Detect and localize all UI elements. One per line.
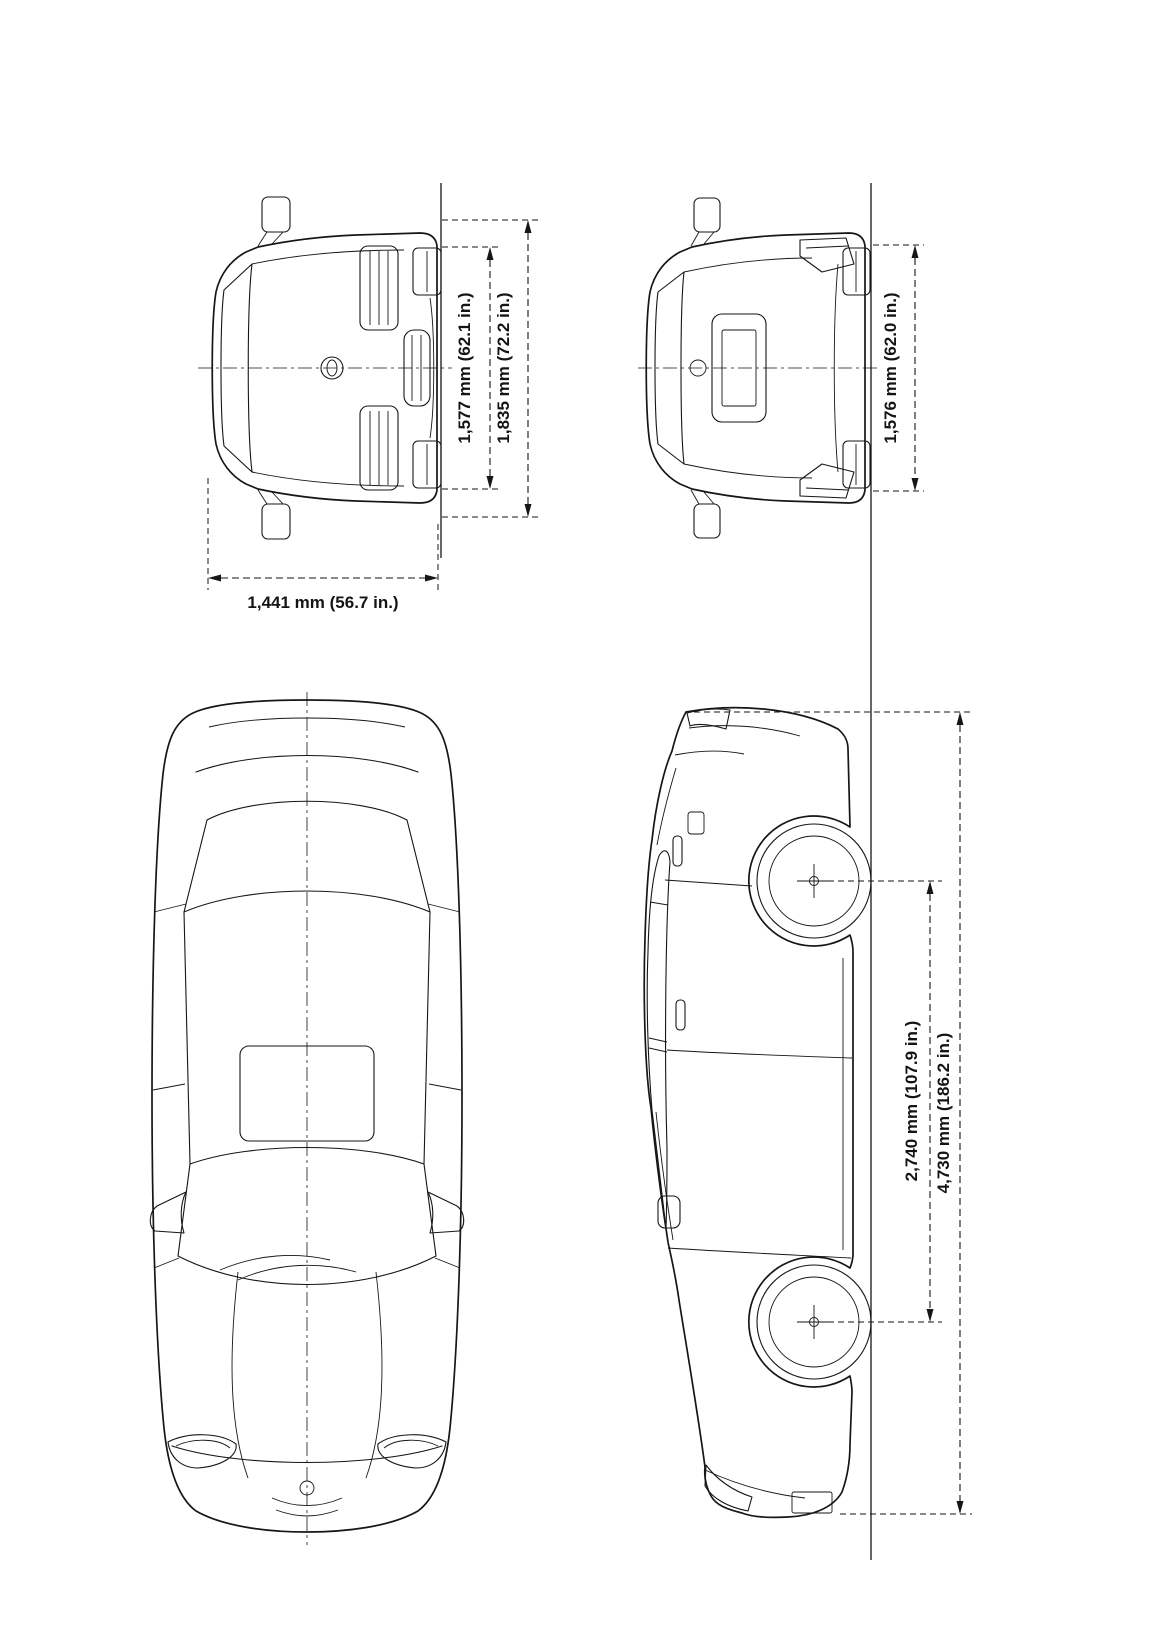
front-grille — [320, 297, 435, 439]
dimension-overall-height: 1,441 mm (56.7 in.) — [207, 478, 439, 612]
rear-track-label: 1,576 mm (62.0 in.) — [881, 292, 900, 443]
front-headlight-cluster — [359, 245, 399, 491]
dimension-rear-track: 1,576 mm (62.0 in.) — [873, 244, 924, 492]
sunroof — [239, 1045, 375, 1142]
fuel-door — [687, 811, 705, 835]
overall-width-label: 1,835 mm (72.2 in.) — [494, 292, 513, 443]
side-mirrors-front-view — [257, 196, 291, 540]
overall-height-label: 1,441 mm (56.7 in.) — [247, 593, 398, 612]
front-wheels — [412, 247, 442, 489]
top-view — [149, 692, 465, 1545]
door-handle — [675, 999, 686, 1031]
front-view — [198, 196, 452, 540]
side-mirror-profile — [657, 1195, 681, 1229]
side-mirrors-plan — [149, 1191, 465, 1234]
door-seams-plan — [152, 903, 462, 1269]
dimension-overall-length: 4,730 mm (186.2 in.) — [694, 711, 972, 1515]
dimensions: 1,577 mm (62.1 in.) 1,835 mm (72.2 in.) … — [207, 219, 972, 1515]
rear-view — [638, 197, 880, 539]
dimension-front-track: 1,577 mm (62.1 in.) — [442, 246, 502, 490]
wheelbase-label: 2,740 mm (107.9 in.) — [902, 1021, 921, 1182]
license-plate-recess — [689, 313, 767, 423]
dimension-overall-width: 1,835 mm (72.2 in.) — [442, 219, 540, 518]
overall-length-label: 4,730 mm (186.2 in.) — [934, 1033, 953, 1194]
rear-wheels — [842, 247, 871, 489]
side-mirrors-rear-view — [690, 197, 721, 539]
front-license-plate — [791, 1491, 833, 1514]
door-handle — [672, 835, 683, 867]
dimension-wheelbase: 2,740 mm (107.9 in.) — [818, 880, 942, 1323]
ground-lines — [440, 183, 872, 1560]
headlights-plan — [167, 1434, 447, 1469]
side-view — [643, 706, 872, 1519]
front-track-label: 1,577 mm (62.1 in.) — [455, 292, 474, 443]
